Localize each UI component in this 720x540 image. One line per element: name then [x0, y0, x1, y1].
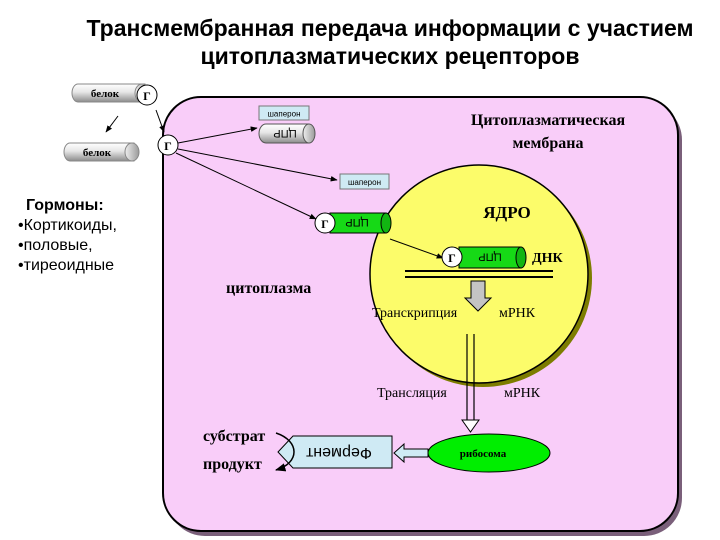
dna-label: ДНК: [532, 251, 564, 266]
chaperone-1: шаперон: [258, 105, 310, 121]
substrate-label: субстрат: [203, 428, 265, 445]
transcription-label: Транскрипция: [372, 306, 458, 321]
dna-strand: [405, 270, 553, 278]
hormone-g4-label: Г: [448, 251, 456, 265]
protein-label-2: белок: [83, 147, 112, 159]
chaperone-label-1: шаперон: [268, 110, 301, 119]
receptor-nuclear: ЦПР: [458, 246, 527, 269]
receptor-label-1: ЦПР: [273, 127, 296, 139]
hormones-list: Гормоны: Кортикоиды, половые, тиреоидные: [18, 196, 117, 276]
enzyme-label: Фермент: [305, 444, 372, 461]
substrate-product-arrow: [274, 432, 295, 472]
hormone-g4: Г: [441, 246, 463, 268]
dissociation-arrows: [105, 109, 165, 133]
hormone-binding-arrows: [175, 126, 338, 220]
translation-label: Трансляция: [377, 386, 447, 401]
nucleus: [369, 164, 592, 387]
membrane-label-line-1: Цитоплазматическая: [471, 112, 626, 129]
title-line-2: цитоплазматических рецепторов: [200, 43, 580, 69]
hormone-g1: Г: [136, 84, 158, 106]
enzyme: Фермент: [277, 435, 393, 469]
hormone-g1-label: Г: [143, 89, 151, 103]
hormone-g3-label: Г: [321, 217, 329, 231]
receptor-activated: ЦПР: [329, 212, 392, 234]
receptor-label-2: ЦПР: [345, 216, 368, 228]
ribosome-to-enzyme-arrow: [393, 442, 429, 464]
mrna-label-1: мРНК: [499, 306, 536, 321]
hormones-heading: Гормоны:: [26, 197, 104, 214]
receptor-inactive: ЦПР: [258, 123, 316, 144]
mrna-channel: [461, 334, 480, 433]
hormone-g2: Г: [157, 134, 179, 156]
product-label: продукт: [203, 456, 262, 473]
hormone-g2-label: Г: [164, 139, 172, 153]
protein-label-1: белок: [91, 88, 120, 100]
hormone-item-sex: половые,: [18, 236, 117, 256]
title-line-1: Трансмембранная передача информации с уч…: [86, 15, 694, 41]
cytoplasm-label: цитоплазма: [226, 280, 311, 297]
mrna-label-2: мРНК: [504, 386, 541, 401]
hormone-item-thyroid: тиреоидные: [18, 256, 117, 276]
transcription-arrow: [463, 280, 493, 312]
ribosome: рибосома: [427, 433, 551, 473]
hormone-item-corticoids: Кортикоиды,: [18, 216, 117, 236]
protein-free: белок: [63, 142, 140, 162]
nuclear-entry-arrow: [389, 238, 444, 259]
page-title: Трансмембранная передача информации с уч…: [40, 14, 720, 70]
nucleus-label: ЯДРО: [483, 203, 530, 222]
ribosome-label: рибосома: [460, 448, 507, 460]
receptor-label-3: ЦПР: [478, 251, 501, 263]
membrane-label-line-2: мембрана: [512, 135, 583, 152]
hormone-g3: Г: [314, 212, 336, 234]
chaperone-label-2: шаперон: [348, 178, 381, 187]
chaperone-2: шаперон: [339, 173, 390, 190]
